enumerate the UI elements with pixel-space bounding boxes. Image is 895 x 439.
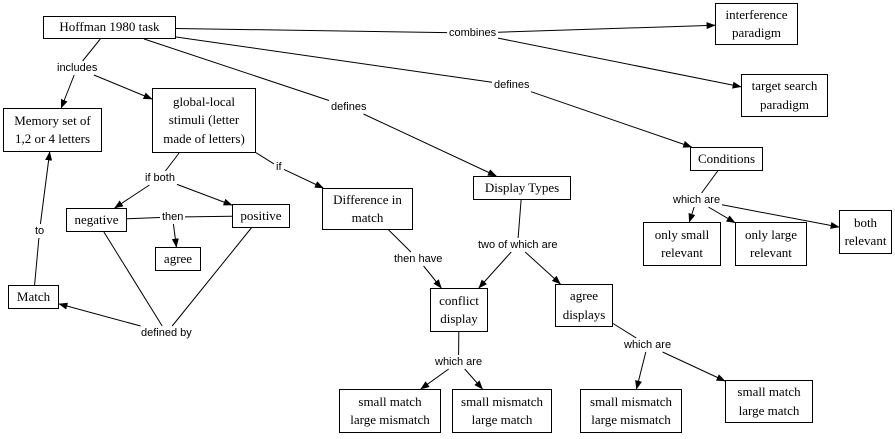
edge-which_are_cond-to-only_large	[708, 206, 736, 224]
edge-if_both-to-positive	[176, 183, 233, 206]
edge-which_are_cond-to-only_small	[688, 206, 696, 223]
edge-label-then: then	[161, 211, 185, 224]
edge-includes-to-memory_set	[60, 74, 75, 109]
edge-match-to-to	[34, 237, 40, 286]
edge-negative-to-defined_by	[103, 231, 163, 327]
edge-label-if_both: if both	[144, 172, 176, 185]
edge-hoffman-to-includes	[82, 38, 101, 62]
edge-which_are_conflict-to-smm_lm	[464, 368, 483, 390]
edge-label-which_are_cond: which are	[672, 194, 722, 207]
node-memory_set[interactable]: Memory set of 1,2 or 4 letters	[3, 108, 102, 152]
edge-label-which_are_agree: which are	[623, 339, 673, 352]
edge-positive-to-defined_by	[171, 227, 252, 327]
edge-which_are_cond-to-both_relevant	[721, 204, 840, 229]
edge-combines-to-target_search	[497, 37, 742, 89]
node-only_large[interactable]: only large relevant	[735, 222, 807, 266]
edge-hoffman-to-defines_right	[175, 36, 493, 83]
edge-defines_right-to-conditions	[530, 91, 693, 148]
node-conflict[interactable]: conflict display	[430, 288, 488, 332]
edge-which_are_agree-to-smm_lmm	[635, 351, 647, 390]
node-difference[interactable]: Difference in match	[322, 188, 413, 230]
edge-label-to: to	[34, 225, 46, 238]
edge-which_are_conflict-to-sm_lmm	[420, 368, 449, 390]
node-only_small[interactable]: only small relevant	[643, 222, 721, 266]
node-interference[interactable]: interference paradigm	[715, 3, 798, 45]
edge-label-defined_by: defined by	[140, 327, 193, 340]
edge-defined_by-to-match	[58, 302, 141, 327]
edge-two_of_which_are-to-conflict	[478, 251, 512, 289]
edge-hoffman-to-defines_left	[143, 38, 330, 101]
edge-label-two_of_which_are: two of which are	[477, 239, 559, 252]
node-smm_lmm[interactable]: small mismatch large mismatch	[580, 389, 682, 433]
edge-display_types-to-two_of_which_are	[517, 199, 522, 239]
edge-label-defines_right: defines	[493, 79, 531, 92]
edge-difference-to-then_have	[388, 229, 412, 253]
edge-label-if: if	[275, 161, 283, 174]
node-agree_displays[interactable]: agree displays	[555, 284, 613, 327]
edge-label-then_have: then have	[393, 253, 444, 266]
node-conditions[interactable]: Conditions	[690, 147, 763, 171]
node-sm_lmm[interactable]: small match large mismatch	[339, 389, 441, 433]
edge-agree_displays-to-which_are_agree	[612, 323, 637, 339]
edge-then_have-to-conflict	[423, 265, 442, 289]
edge-global_local-to-if	[255, 152, 275, 165]
edge-global_local-to-if_both	[165, 152, 180, 172]
edge-negative-to-then	[126, 217, 161, 220]
edge-if-to-difference	[283, 168, 324, 189]
edge-hoffman-to-combines	[175, 28, 448, 34]
edge-combines-to-interference	[497, 22, 716, 33]
node-both_relevant[interactable]: both relevant	[839, 210, 892, 254]
edge-defines_left-to-display_types	[363, 113, 497, 177]
edge-then-to-agree	[171, 223, 179, 248]
edge-to-to-memory_set	[39, 151, 53, 225]
edge-conditions-to-which_are_cond	[701, 170, 719, 194]
edge-label-includes: includes	[56, 62, 99, 75]
edge-label-which_are_conflict: which are	[434, 356, 484, 369]
node-match[interactable]: Match	[8, 285, 59, 309]
node-agree[interactable]: agree	[155, 247, 201, 271]
edge-two_of_which_are-to-agree_displays	[524, 251, 561, 285]
node-display_types[interactable]: Display Types	[473, 176, 571, 200]
node-positive[interactable]: positive	[232, 204, 290, 228]
node-sm_lm[interactable]: small match large match	[725, 380, 813, 423]
node-global_local[interactable]: global-local stimuli (letter made of let…	[152, 88, 256, 153]
edge-which_are_agree-to-sm_lm	[662, 351, 726, 382]
edge-includes-to-global_local	[93, 74, 153, 100]
node-hoffman[interactable]: Hoffman 1980 task	[43, 16, 176, 39]
edge-label-combines: combines	[448, 27, 498, 40]
node-target_search[interactable]: target search paradigm	[741, 74, 828, 117]
edge-label-defines_left: defines	[330, 101, 368, 114]
node-smm_lm[interactable]: small mismatch large match	[452, 389, 552, 433]
edge-if_both-to-negative	[114, 184, 150, 209]
edge-positive-to-then	[184, 215, 233, 218]
edge-paths	[34, 22, 840, 390]
node-negative[interactable]: negative	[66, 208, 127, 232]
